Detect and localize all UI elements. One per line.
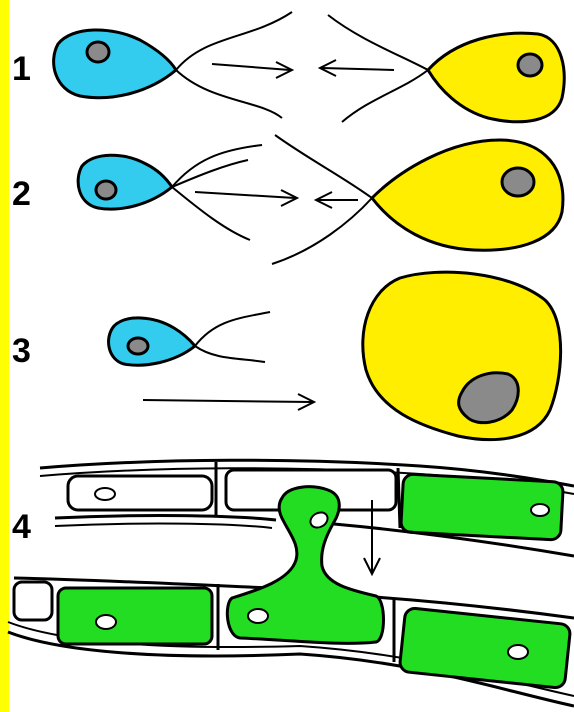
upper-cell-empty-1	[68, 476, 212, 510]
male-nucleus-3	[128, 338, 148, 354]
arrow-right-icon	[143, 394, 314, 410]
arrow-right-icon	[212, 62, 292, 78]
male-flagellum-1b	[176, 70, 282, 118]
panel-number-1: 1	[12, 50, 31, 88]
upper-filament-lower-wall-b	[55, 524, 272, 528]
zygote-nucleus-lower	[248, 609, 268, 623]
panel-1: 1	[12, 12, 564, 122]
female-nucleus-2	[502, 168, 534, 196]
male-flagellum-1a	[176, 12, 292, 70]
upper-filament-lower-wall	[55, 516, 276, 520]
female-flagellum-1a	[328, 15, 428, 70]
green-cell-nucleus-4	[508, 645, 528, 659]
panel-number-3: 3	[12, 332, 31, 370]
empty-cell-nucleus-1	[95, 488, 115, 500]
lower-cell-green-1	[58, 588, 212, 644]
green-cell-nucleus-2	[96, 615, 116, 629]
male-gamete-1	[54, 30, 176, 98]
male-flagellum-3a	[195, 312, 270, 346]
female-flagellum-1b	[342, 70, 428, 122]
panel-4: 4	[8, 460, 574, 706]
male-nucleus-1	[87, 42, 109, 62]
male-gamete-2	[78, 155, 172, 209]
female-flagellum-2a	[275, 135, 372, 198]
male-nucleus-2	[96, 181, 116, 199]
lower-cell-empty-left	[14, 582, 52, 620]
male-flagellum-3b	[195, 346, 265, 362]
female-flagellum-2b	[272, 198, 372, 264]
male-gamete-3	[109, 318, 195, 365]
female-nucleus-1	[518, 54, 542, 76]
panel-2: 2	[12, 135, 563, 264]
female-gamete-1	[428, 33, 564, 122]
female-gamete-3	[363, 272, 561, 439]
arrow-left-icon	[316, 192, 358, 208]
female-gamete-2	[372, 140, 563, 250]
green-cell-nucleus-1	[531, 504, 549, 516]
left-frame-strip	[0, 0, 9, 712]
arrow-right-icon	[195, 190, 297, 206]
partition-2	[398, 468, 400, 528]
arrow-left-icon	[320, 60, 394, 76]
panel-number-2: 2	[12, 175, 31, 213]
male-flagellum-2b	[172, 160, 248, 187]
lower-cell-green-3	[399, 607, 571, 688]
panel-number-4: 4	[12, 508, 31, 546]
panel-3: 3	[12, 272, 561, 439]
